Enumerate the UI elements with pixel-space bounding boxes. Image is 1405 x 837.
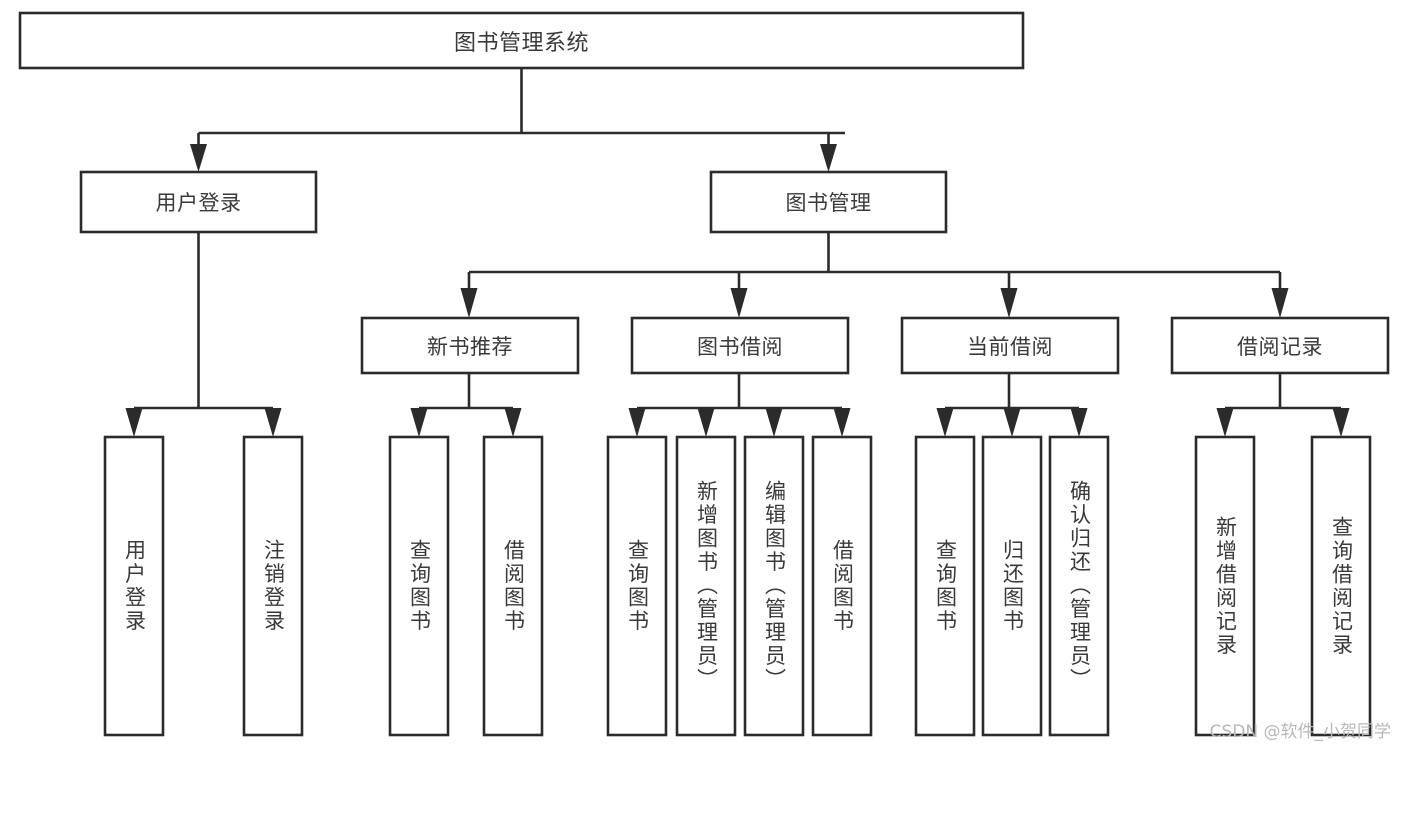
node-box-book-management[interactable] [709, 170, 948, 234]
node-box-book-borrow[interactable] [630, 316, 850, 375]
edges-root-to-level1 [190, 68, 845, 172]
node-box-current-borrow[interactable] [900, 316, 1120, 375]
node-box-new-book-recommend[interactable] [360, 316, 580, 375]
arrowhead-confirm-return-admin [1070, 408, 1088, 437]
arrowhead-return-book [1003, 408, 1021, 437]
node-box-user-login-leaf[interactable] [103, 435, 165, 737]
arrowhead-book-management [820, 144, 837, 172]
node-box-borrow-book-1[interactable] [482, 435, 544, 737]
node-box-add-book-admin[interactable] [675, 435, 737, 737]
node-box-user-login[interactable] [79, 170, 318, 234]
flowchart-canvas: 图书管理系统 用户登录 图书管理 新书推荐 图书借阅 当前借阅 借阅记录 用户登… [18, 11, 1391, 742]
arrowhead-query-borrow-record [1332, 408, 1350, 437]
node-box-borrow-record[interactable] [1170, 316, 1390, 375]
node-box-edit-book-admin[interactable] [743, 435, 805, 737]
node-box-borrow-book-2[interactable] [811, 435, 873, 737]
arrowhead-user-login [190, 144, 207, 172]
node-box-query-book-2[interactable] [606, 435, 668, 737]
arrowhead-borrow-book-1 [504, 408, 522, 437]
arrowhead-borrow-book-2 [833, 408, 851, 437]
node-box-root[interactable] [18, 11, 1025, 70]
node-box-add-borrow-record[interactable] [1194, 435, 1256, 737]
edges-bookborrow-to-leaves [628, 373, 851, 437]
arrowhead-edit-book-admin [765, 408, 783, 437]
node-boxes [18, 11, 1390, 737]
arrowhead-query-book-2 [628, 408, 646, 437]
arrowhead-new-book-recommend [460, 288, 478, 318]
arrowhead-add-borrow-record [1216, 408, 1234, 437]
node-box-confirm-return-admin[interactable] [1048, 435, 1110, 737]
arrowhead-book-borrow [730, 288, 748, 318]
node-box-query-book-3[interactable] [914, 435, 976, 737]
edges-bookmgmt-to-level2 [460, 232, 1289, 318]
node-box-query-borrow-record[interactable] [1310, 435, 1372, 737]
node-box-query-book-1[interactable] [388, 435, 450, 737]
edges-newbook-to-leaves [410, 373, 522, 437]
edges-userlogin-to-leaves [125, 232, 282, 437]
flowchart-svg [18, 11, 1390, 737]
edges-currentborrow-to-leaves [936, 373, 1088, 437]
arrowhead-user-login-leaf [125, 408, 143, 437]
edges-borrowrecord-to-leaves [1216, 373, 1350, 437]
node-box-return-book[interactable] [981, 435, 1043, 737]
arrowhead-user-logout-leaf [264, 408, 282, 437]
arrowhead-query-book-3 [936, 408, 954, 437]
node-box-user-logout-leaf[interactable] [242, 435, 304, 737]
arrowhead-query-book-1 [410, 408, 428, 437]
arrowhead-borrow-record [1271, 288, 1289, 318]
arrowhead-current-borrow [1000, 288, 1018, 318]
arrowhead-add-book-admin [697, 408, 715, 437]
